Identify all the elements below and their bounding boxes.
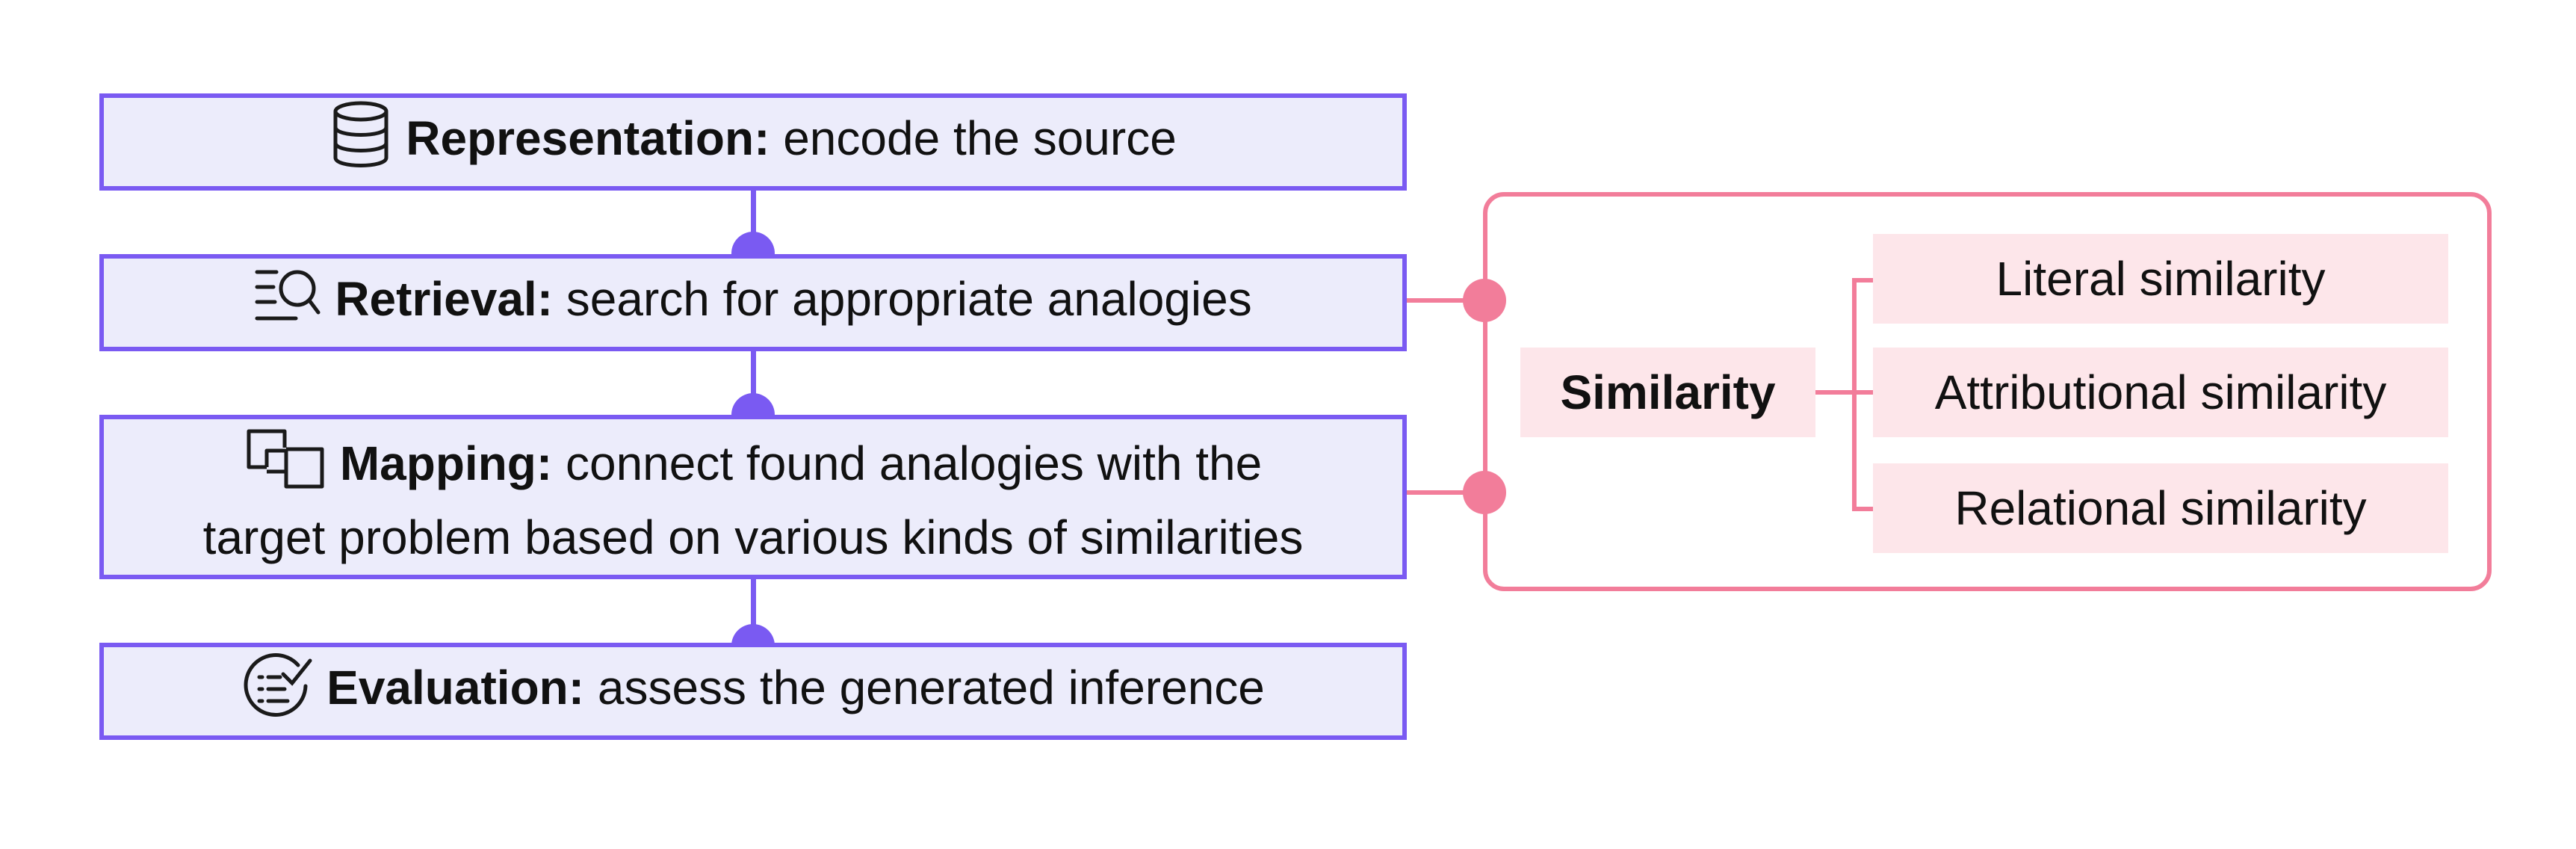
database-icon — [329, 99, 392, 185]
step-mapping-text: connect found analogies with the — [565, 436, 1263, 490]
connector-2-3 — [751, 348, 756, 415]
mapping-similarity-dot — [1463, 471, 1506, 514]
similarity-bracket-mid — [1852, 390, 1873, 395]
similarity-label: Similarity — [1520, 348, 1815, 437]
mapping-icon — [244, 427, 326, 507]
retrieval-similarity-link — [1407, 298, 1489, 303]
connector-3-4 — [751, 575, 756, 643]
similarity-type-literal: Literal similarity — [1873, 234, 2448, 324]
mapping-similarity-link — [1407, 490, 1489, 495]
checklist-icon — [241, 649, 313, 734]
similarity-bracket-top — [1852, 278, 1873, 283]
step-mapping-text-line2: target problem based on various kinds of… — [202, 510, 1304, 564]
step-evaluation-text: assess the generated inference — [597, 660, 1265, 714]
step-retrieval-label: Retrieval: — [335, 271, 553, 326]
similarity-type-relational: Relational similarity — [1873, 463, 2448, 553]
step-representation: Representation: encode the source — [99, 93, 1407, 191]
similarity-type-attributional: Attributional similarity — [1873, 348, 2448, 437]
search-list-icon — [254, 265, 321, 341]
step-retrieval-text: search for appropriate analogies — [566, 271, 1252, 326]
similarity-bracket-stem — [1815, 390, 1857, 395]
step-representation-label: Representation: — [406, 111, 770, 165]
step-representation-text: encode the source — [783, 111, 1177, 165]
step-mapping-label: Mapping: — [339, 436, 553, 490]
connector-1-2 — [751, 187, 756, 254]
step-evaluation-label: Evaluation: — [326, 660, 585, 714]
step-retrieval: Retrieval: search for appropriate analog… — [99, 254, 1407, 351]
step-evaluation: Evaluation: assess the generated inferen… — [99, 643, 1407, 740]
step-mapping: Mapping: connect found analogies with th… — [99, 415, 1407, 579]
retrieval-similarity-dot — [1463, 279, 1506, 322]
similarity-bracket-bottom — [1852, 507, 1873, 511]
